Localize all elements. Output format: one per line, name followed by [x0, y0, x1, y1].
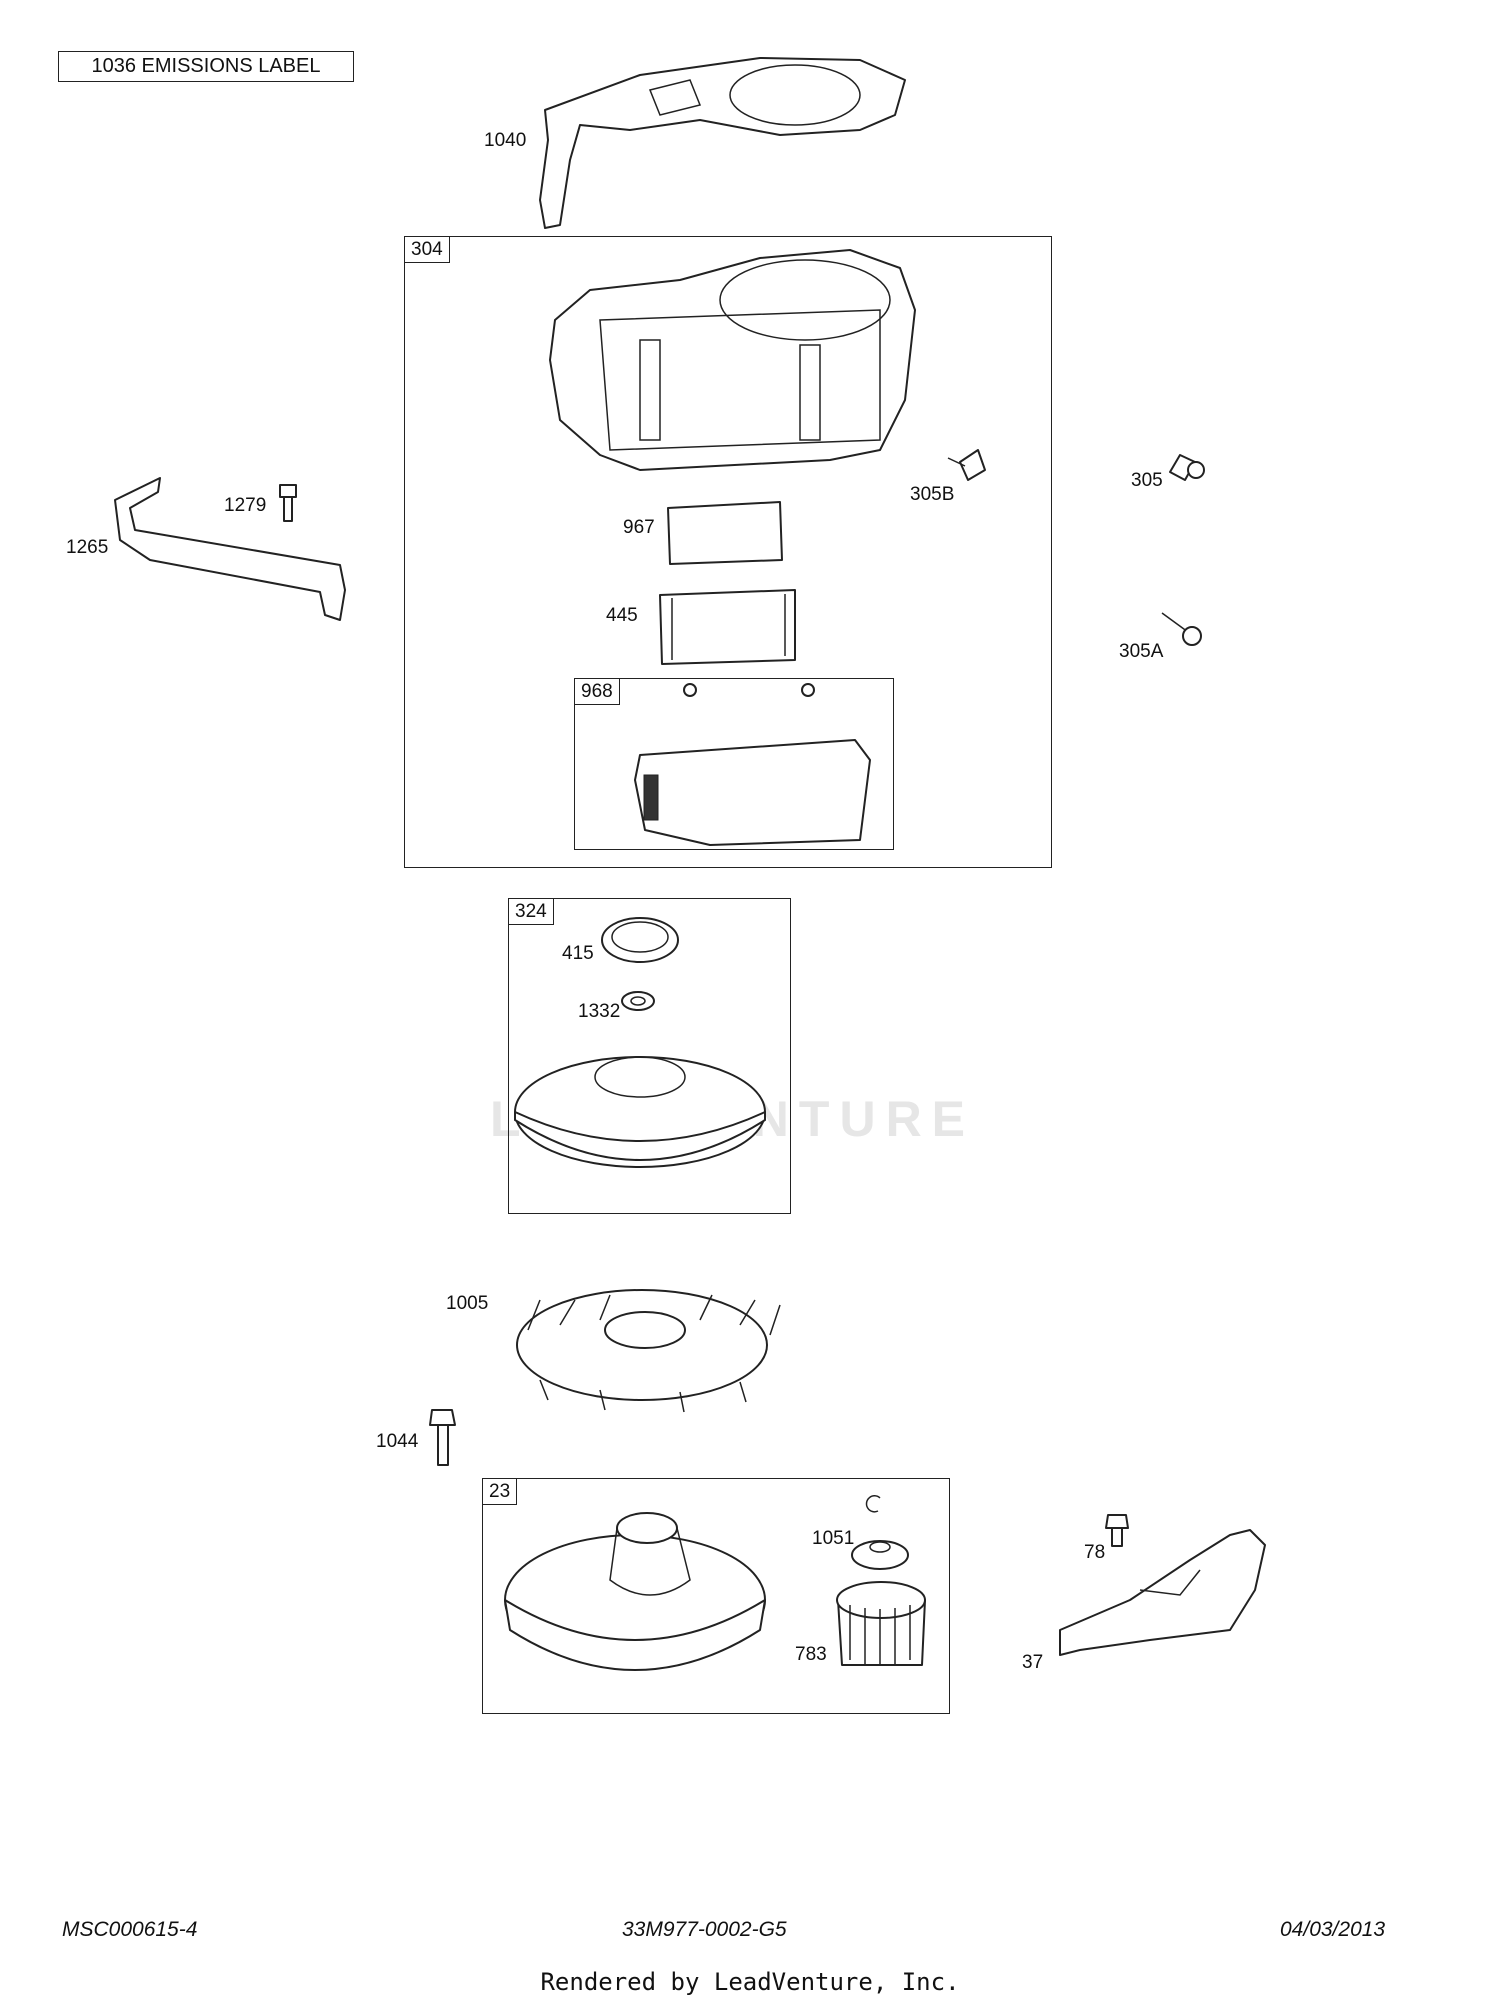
- callout-1279[interactable]: 1279: [224, 495, 267, 516]
- callout-305[interactable]: 305: [1131, 470, 1163, 491]
- group-23-label[interactable]: 23: [483, 1479, 518, 1505]
- part-305A-screw[interactable]: [1161, 612, 1202, 646]
- callout-415[interactable]: 415: [562, 943, 594, 964]
- callout-78[interactable]: 78: [1084, 1542, 1106, 1563]
- footer-left-code: MSC000615-4: [62, 1918, 198, 1941]
- group-23-box: [482, 1478, 950, 1714]
- group-324-box: [508, 898, 791, 1214]
- part-1044-bolt[interactable]: [429, 1409, 456, 1466]
- group-304-box: [404, 236, 1052, 868]
- callout-1044[interactable]: 1044: [376, 1431, 419, 1452]
- rendered-by: Rendered by LeadVenture, Inc.: [540, 1968, 960, 1996]
- part-415-cap[interactable]: [601, 917, 679, 963]
- callout-783[interactable]: 783: [795, 1644, 827, 1665]
- part-37-air-guide[interactable]: [1059, 1529, 1266, 1656]
- group-304-label[interactable]: 304: [405, 237, 450, 263]
- part-23-flywheel[interactable]: [504, 1512, 766, 1671]
- group-968-box: [574, 678, 894, 850]
- callout-1332[interactable]: 1332: [578, 1001, 621, 1022]
- part-1279-bolt[interactable]: [279, 484, 297, 522]
- part-445-air-filter[interactable]: [659, 589, 796, 665]
- callout-37[interactable]: 37: [1022, 1652, 1044, 1673]
- callout-305B[interactable]: 305B: [910, 484, 955, 505]
- callout-1051[interactable]: 1051: [812, 1528, 855, 1549]
- emissions-label-box[interactable]: 1036 EMISSIONS LABEL: [58, 51, 354, 82]
- part-304-blower-housing[interactable]: [549, 249, 916, 471]
- callout-445[interactable]: 445: [606, 605, 638, 626]
- callout-1265[interactable]: 1265: [66, 537, 109, 558]
- part-305-screw[interactable]: [1169, 454, 1205, 481]
- group-324-label[interactable]: 324: [509, 899, 554, 925]
- part-1051-washer[interactable]: [851, 1495, 909, 1570]
- part-1005-fan[interactable]: [516, 1289, 781, 1413]
- part-1265-bracket[interactable]: [114, 477, 346, 621]
- part-305B-screw[interactable]: [947, 449, 986, 481]
- part-967-precleaner[interactable]: [667, 501, 783, 565]
- part-783-gear[interactable]: [836, 1581, 926, 1666]
- part-324-rewind-starter[interactable]: [514, 1056, 766, 1168]
- part-78-bolt[interactable]: [1105, 1514, 1129, 1547]
- group-968-label[interactable]: 968: [575, 679, 620, 705]
- callout-967[interactable]: 967: [623, 517, 655, 538]
- footer-date: 04/03/2013: [1280, 1918, 1386, 1941]
- callout-305A[interactable]: 305A: [1119, 641, 1164, 662]
- callout-1040[interactable]: 1040: [484, 130, 527, 151]
- part-968-cover[interactable]: [634, 683, 871, 846]
- callout-1005[interactable]: 1005: [446, 1293, 489, 1314]
- footer-center-code: 33M977-0002-G5: [622, 1918, 787, 1941]
- part-1040-cover[interactable]: [539, 57, 906, 229]
- part-1332-nut[interactable]: [621, 991, 655, 1011]
